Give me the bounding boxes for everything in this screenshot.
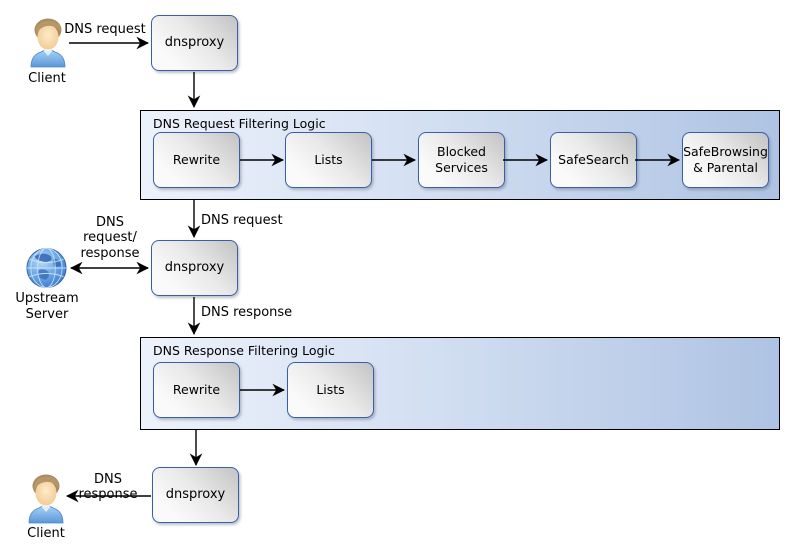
step-rewrite-response: Rewrite: [153, 362, 240, 418]
client-bottom-label: Client: [27, 526, 65, 541]
dnsproxy-node-top: dnsproxy: [151, 15, 238, 71]
step-blocked-services: Blocked Services: [418, 132, 505, 188]
step-rewrite-request: Rewrite: [153, 132, 240, 188]
step-lists-request: Lists: [285, 132, 372, 188]
client-person-icon: [27, 16, 69, 72]
edge-label-upstream-request-response: DNS request/ response: [80, 215, 140, 261]
step-safesearch: SafeSearch: [550, 132, 637, 188]
dnsproxy-node-middle: dnsproxy: [151, 240, 238, 296]
globe-icon: [25, 246, 68, 294]
edge-label-dns-response-bottom: DNS response: [78, 472, 138, 503]
dnsproxy-node-bottom: dnsproxy: [152, 467, 239, 523]
step-safebrowsing-parental: SafeBrowsing & Parental: [682, 132, 769, 188]
request-filtering-title: DNS Request Filtering Logic: [153, 116, 326, 131]
upstream-server-label: Upstream Server: [15, 291, 79, 322]
response-filtering-container: DNS Response Filtering Logic: [140, 337, 780, 430]
step-lists-response: Lists: [287, 362, 374, 418]
client-person-icon-bottom: [25, 472, 67, 528]
edge-label-dns-request-top: DNS request: [64, 22, 146, 37]
edge-label-dns-response-middle: DNS response: [201, 305, 293, 320]
edge-label-dns-request-middle: DNS request: [201, 213, 283, 228]
client-top-label: Client: [28, 71, 66, 86]
response-filtering-title: DNS Response Filtering Logic: [153, 343, 335, 358]
